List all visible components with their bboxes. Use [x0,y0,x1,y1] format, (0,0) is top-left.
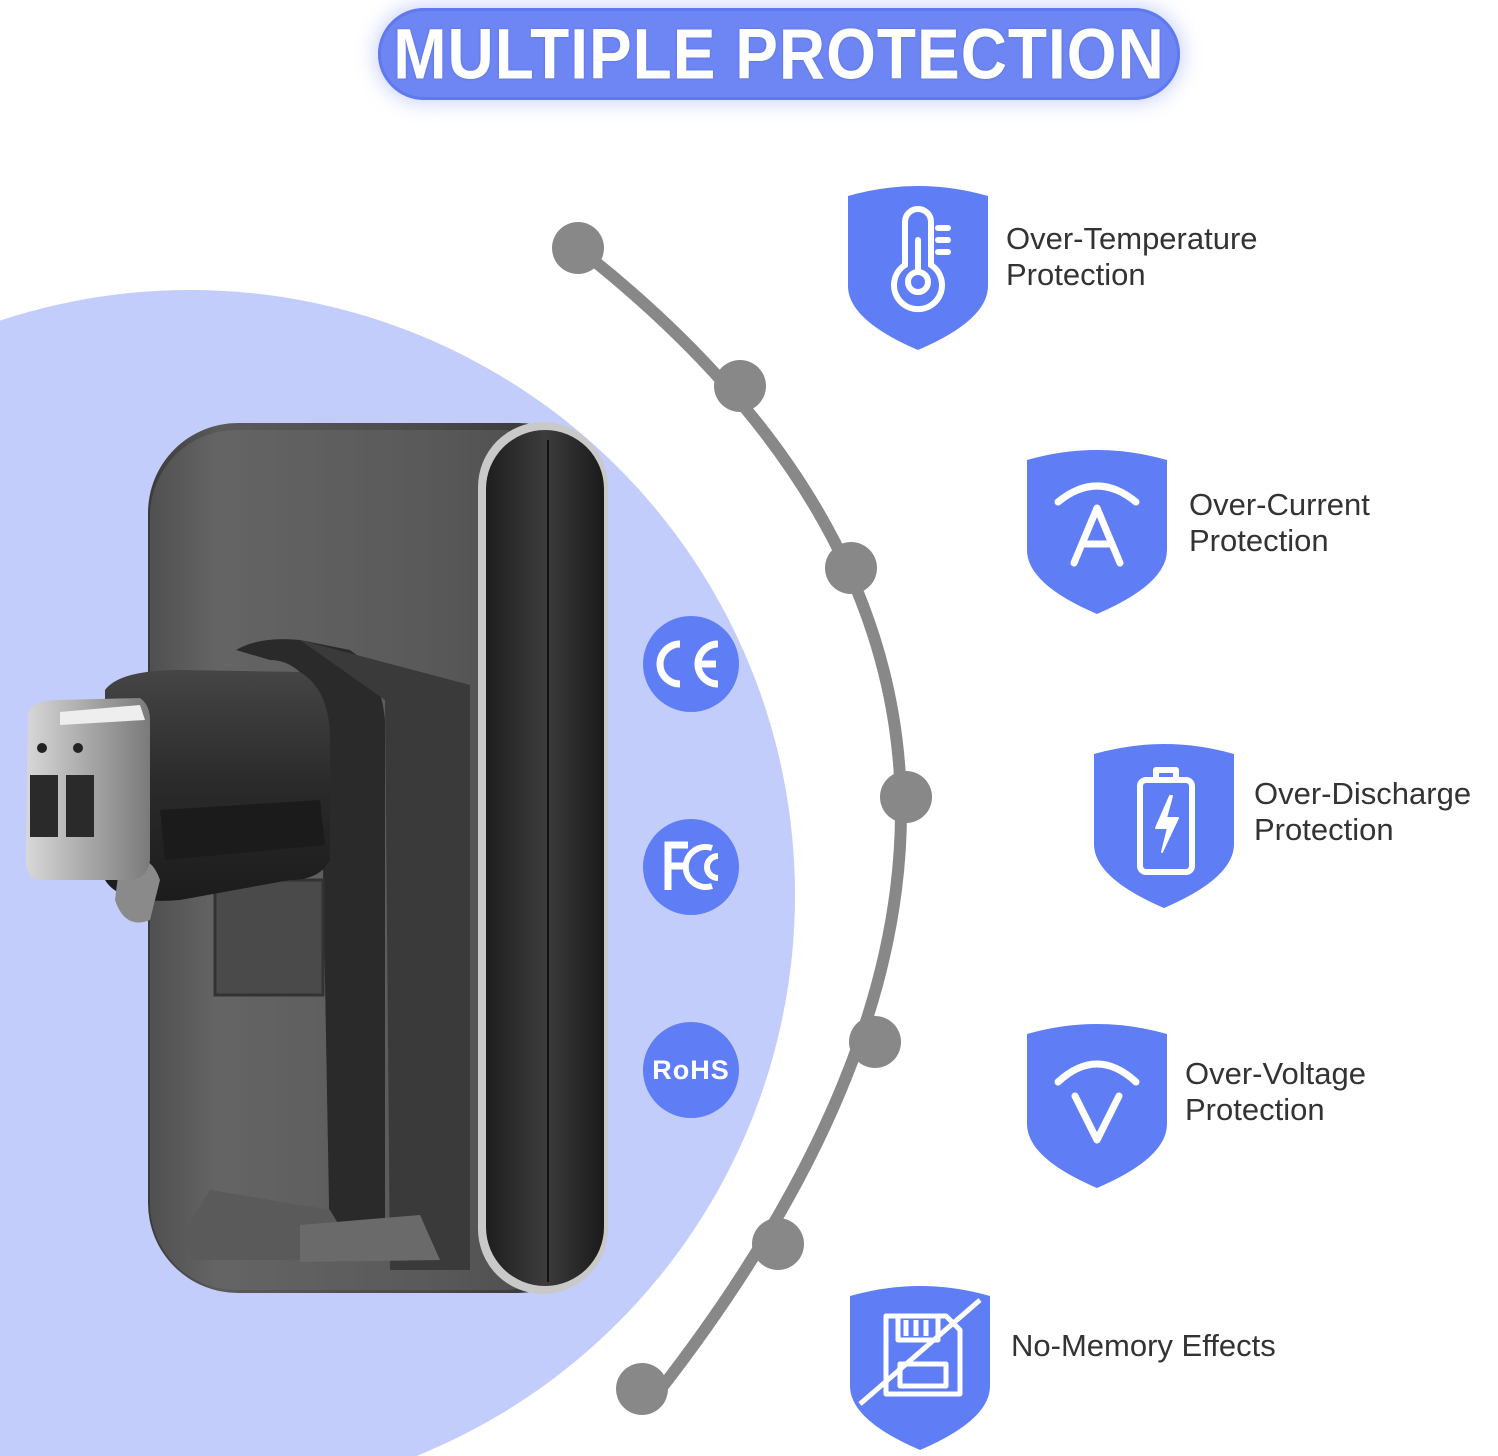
battery-illustration [26,422,608,1294]
voltage-icon [1054,1060,1140,1144]
feature-subtitle: Protection [1189,523,1329,558]
feature-over-temperature: Over-Temperature Protection [1006,221,1258,293]
thermometer-icon [891,206,951,313]
feature-title: Over-Temperature [1006,221,1258,256]
chain-nodes [552,222,932,1415]
ampere-icon [1054,482,1140,567]
title-banner: MULTIPLE PROTECTION [378,8,1180,100]
no-memory-card-icon [858,1298,982,1406]
feature-title: Over-Current [1189,487,1370,522]
feature-no-memory: No-Memory Effects [1011,1328,1276,1364]
feature-subtitle: Protection [1185,1092,1325,1127]
feature-title: Over-Discharge [1254,776,1472,811]
feature-subtitle: Protection [1006,257,1146,292]
certification-badges [643,616,739,1118]
battery-bolt-icon [1137,767,1195,875]
feature-over-current: Over-Current Protection [1189,487,1370,559]
feature-title: Over-Voltage [1185,1056,1366,1091]
ce-icon [656,640,719,688]
feature-title: No-Memory Effects [1011,1328,1276,1363]
fcc-icon [664,841,719,890]
rohs-label: RoHS [652,1055,730,1085]
feature-over-discharge: Over-Discharge Protection [1254,776,1471,848]
feature-over-voltage: Over-Voltage Protection [1185,1056,1366,1128]
page-title: MULTIPLE PROTECTION [393,13,1165,95]
feature-subtitle: Protection [1254,812,1394,847]
shield-shapes [848,186,1234,1450]
